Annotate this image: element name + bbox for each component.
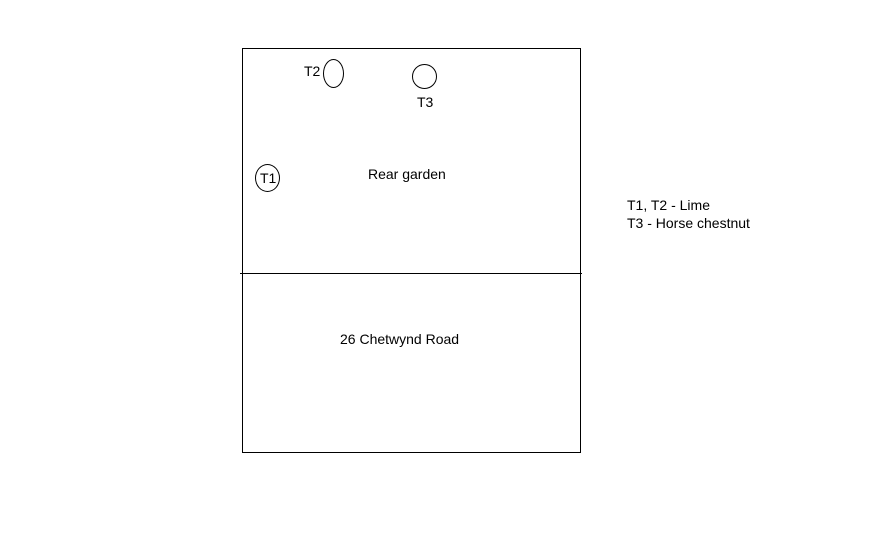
tree-t1-marker: [255, 164, 280, 192]
tree-t2-marker: [323, 59, 344, 88]
rear-garden-label: Rear garden: [368, 166, 446, 182]
property-outline: [242, 48, 581, 453]
legend-line-horse-chestnut: T3 - Horse chestnut: [627, 215, 750, 231]
tree-t1-label: T1: [260, 170, 277, 186]
tree-legend: T1, T2 - Lime T3 - Horse chestnut: [627, 196, 750, 232]
legend-line-lime: T1, T2 - Lime: [627, 197, 710, 213]
garden-house-boundary: [240, 273, 582, 274]
tree-t2-label: T2: [304, 63, 321, 79]
tree-t3-label: T3: [417, 94, 434, 110]
house-label: 26 Chetwynd Road: [340, 331, 460, 347]
tree-t3-marker: [412, 64, 437, 89]
